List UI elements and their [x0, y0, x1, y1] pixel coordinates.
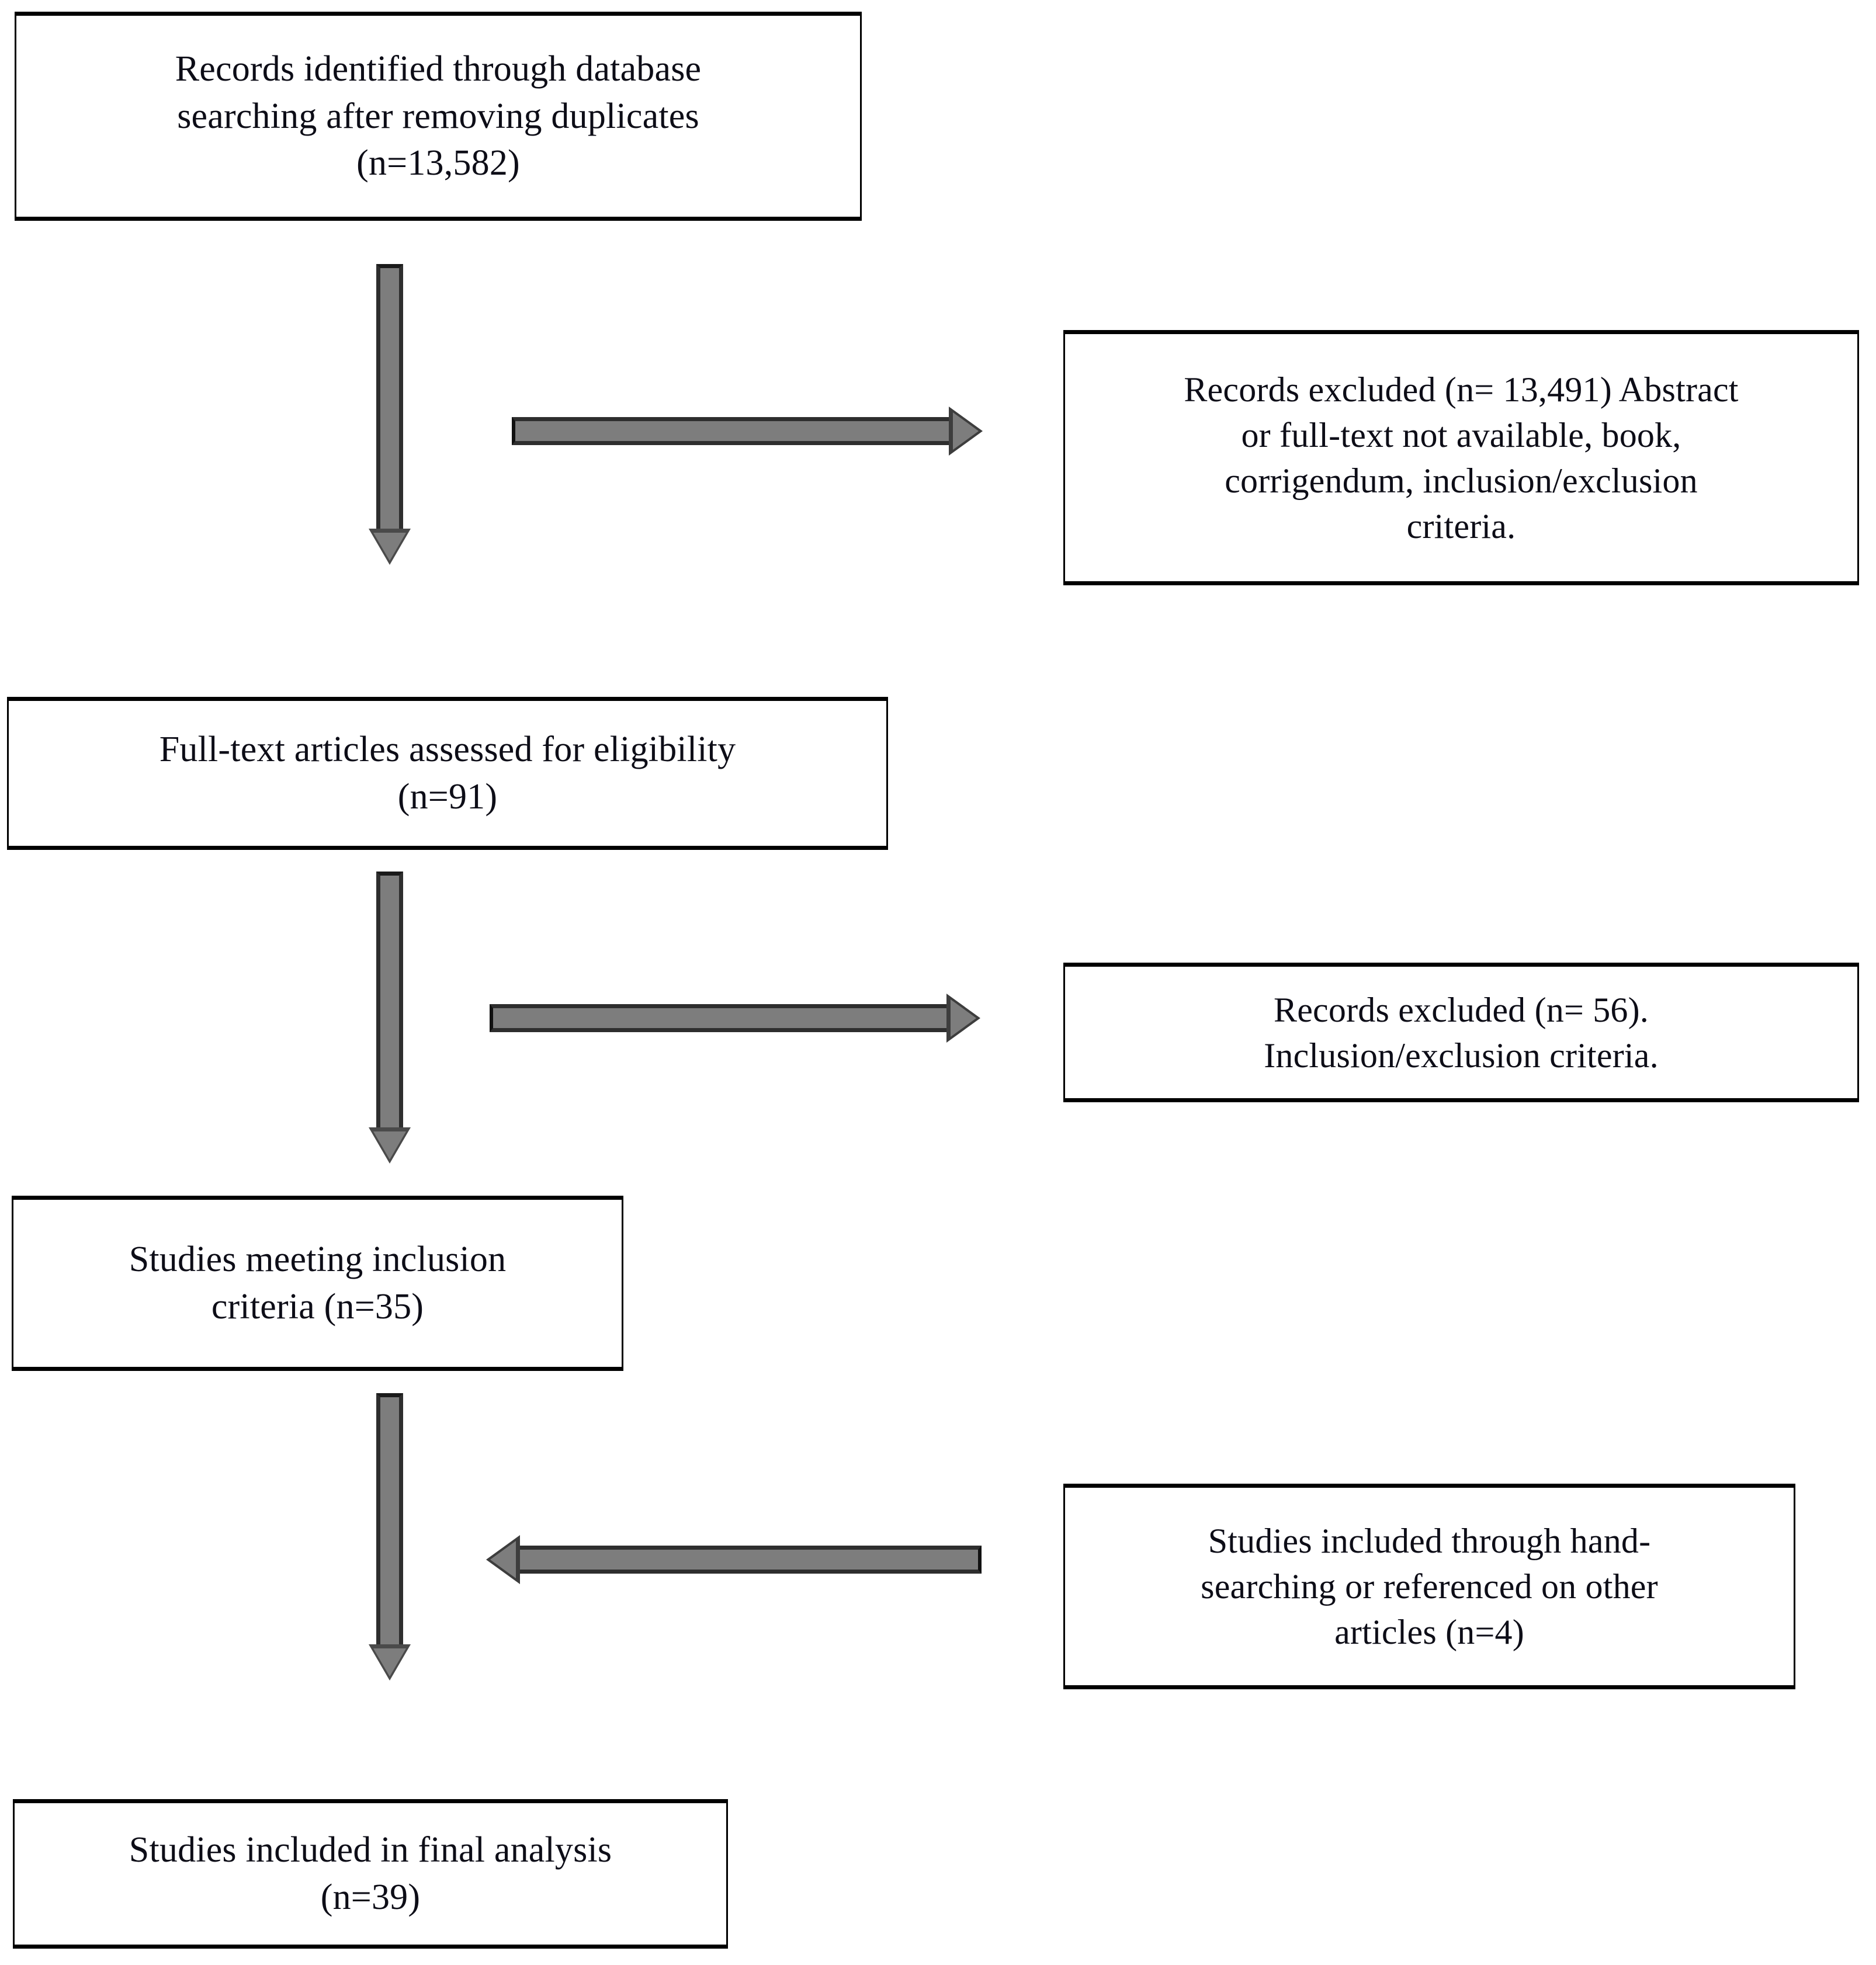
- arrow-identified-to-excluded-one: [512, 384, 983, 478]
- node-studies-meeting-inclusion-label: Studies meeting inclusion criteria (n=35…: [129, 1240, 507, 1327]
- arrow-shaft: [515, 1546, 982, 1574]
- arrow-shaft: [512, 417, 956, 445]
- arrow-shaft: [376, 1393, 403, 1645]
- node-fulltext-assessed-label: Full-text articles assessed for eligibil…: [159, 730, 736, 817]
- arrow-fulltext-to-excluded-two: [490, 971, 980, 1065]
- node-fulltext-assessed: Full-text articles assessed for eligibil…: [7, 697, 888, 850]
- arrow-head-fill: [953, 412, 979, 450]
- node-final-analysis: Studies included in final analysis (n=39…: [13, 1799, 728, 1949]
- arrow-head-fill: [490, 1541, 516, 1578]
- arrow-handsearching-to-final: [486, 1513, 982, 1606]
- node-hand-searching: Studies included through hand- searching…: [1063, 1484, 1795, 1689]
- node-studies-meeting-inclusion: Studies meeting inclusion criteria (n=35…: [12, 1196, 623, 1371]
- arrow-identified-to-fulltext: [358, 264, 422, 565]
- node-records-excluded-one-label: Records excluded (n= 13,491) Abstract or…: [1184, 370, 1739, 546]
- arrow-shaft: [490, 1004, 951, 1032]
- node-records-excluded-two: Records excluded (n= 56). Inclusion/excl…: [1063, 963, 1859, 1102]
- arrow-head-fill: [373, 533, 406, 561]
- arrow-shaft: [376, 872, 403, 1129]
- arrow-inclusion-to-final: [358, 1393, 422, 1681]
- node-hand-searching-label: Studies included through hand- searching…: [1201, 1522, 1658, 1651]
- arrow-fulltext-to-inclusion: [358, 872, 422, 1164]
- node-records-identified: Records identified through database sear…: [15, 12, 862, 221]
- node-final-analysis-label: Studies included in final analysis (n=39…: [129, 1830, 612, 1917]
- arrow-head-fill: [951, 999, 976, 1037]
- arrow-head-fill: [373, 1648, 406, 1676]
- arrow-shaft: [376, 264, 403, 530]
- node-records-identified-label: Records identified through database sear…: [175, 49, 702, 183]
- node-records-excluded-one: Records excluded (n= 13,491) Abstract or…: [1063, 330, 1859, 585]
- arrow-head-fill: [373, 1131, 406, 1159]
- node-records-excluded-two-label: Records excluded (n= 56). Inclusion/excl…: [1264, 990, 1659, 1075]
